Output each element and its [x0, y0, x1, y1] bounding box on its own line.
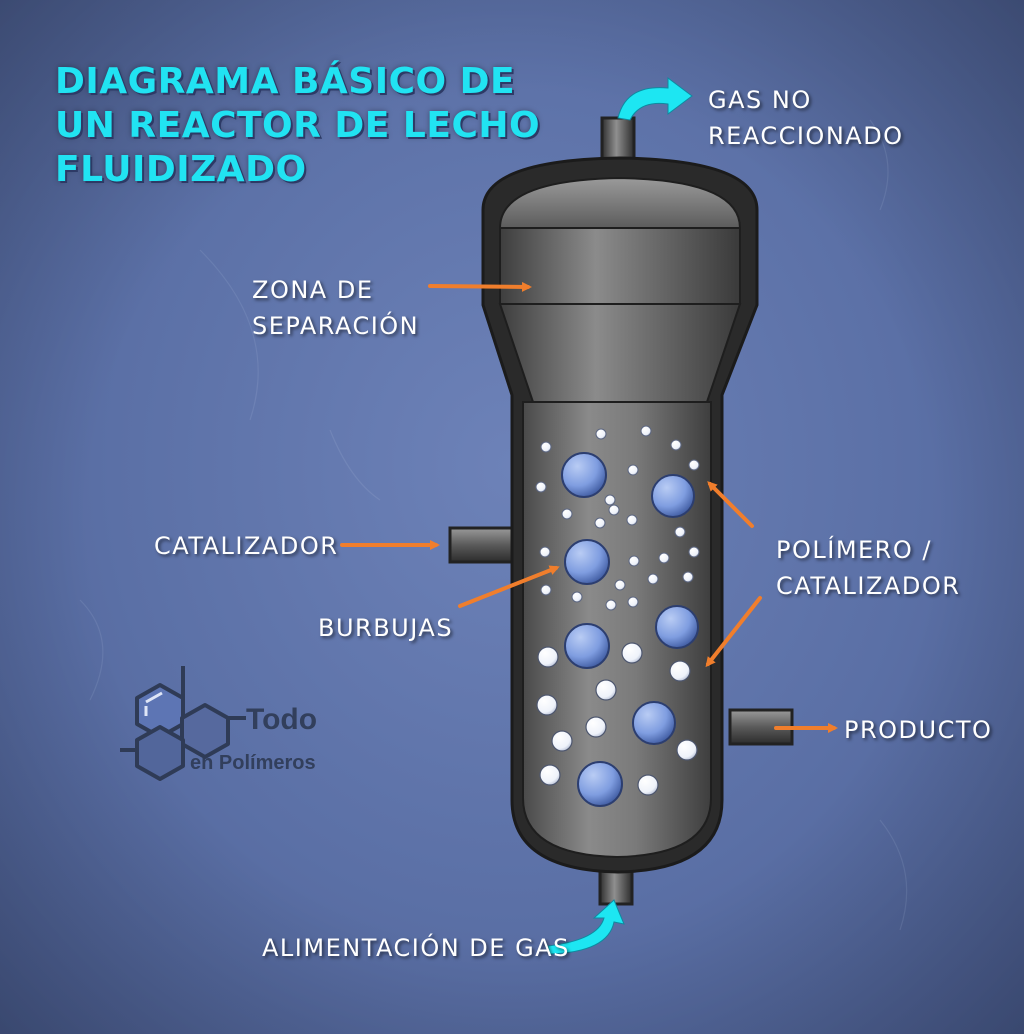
- logo-text-todo: Todo: [246, 703, 318, 736]
- label-polymer-catalyst-line1: Polímero /: [776, 536, 932, 564]
- label-unreacted-gas: Gas no reaccionado: [708, 82, 904, 154]
- label-separation-zone: Zona de separación: [252, 272, 419, 344]
- diagram-title: Diagrama básico de un reactor de lecho f…: [55, 61, 541, 190]
- label-polymer-catalyst: Polímero / catalizador: [776, 532, 960, 604]
- unreacted-gas-outlet-arrow: [617, 77, 693, 121]
- logo-hexagons-icon: [120, 666, 246, 781]
- label-separation-zone-line2: separación: [252, 312, 420, 340]
- label-gas-feed: Alimentación de gas: [262, 934, 570, 962]
- label-polymer-catalyst-line2: catalizador: [776, 572, 961, 600]
- logo-text-en-polimeros: en Polímeros: [190, 752, 316, 774]
- label-product: Producto: [844, 716, 993, 744]
- label-bubbles: Burbujas: [318, 614, 454, 642]
- label-catalyst: Catalizador: [154, 532, 339, 560]
- label-separation-zone-line1: Zona de: [252, 276, 374, 304]
- gas-inlet-arrow: [547, 899, 625, 955]
- label-unreacted-gas-line1: Gas no: [708, 86, 812, 114]
- label-unreacted-gas-line2: reaccionado: [708, 122, 904, 150]
